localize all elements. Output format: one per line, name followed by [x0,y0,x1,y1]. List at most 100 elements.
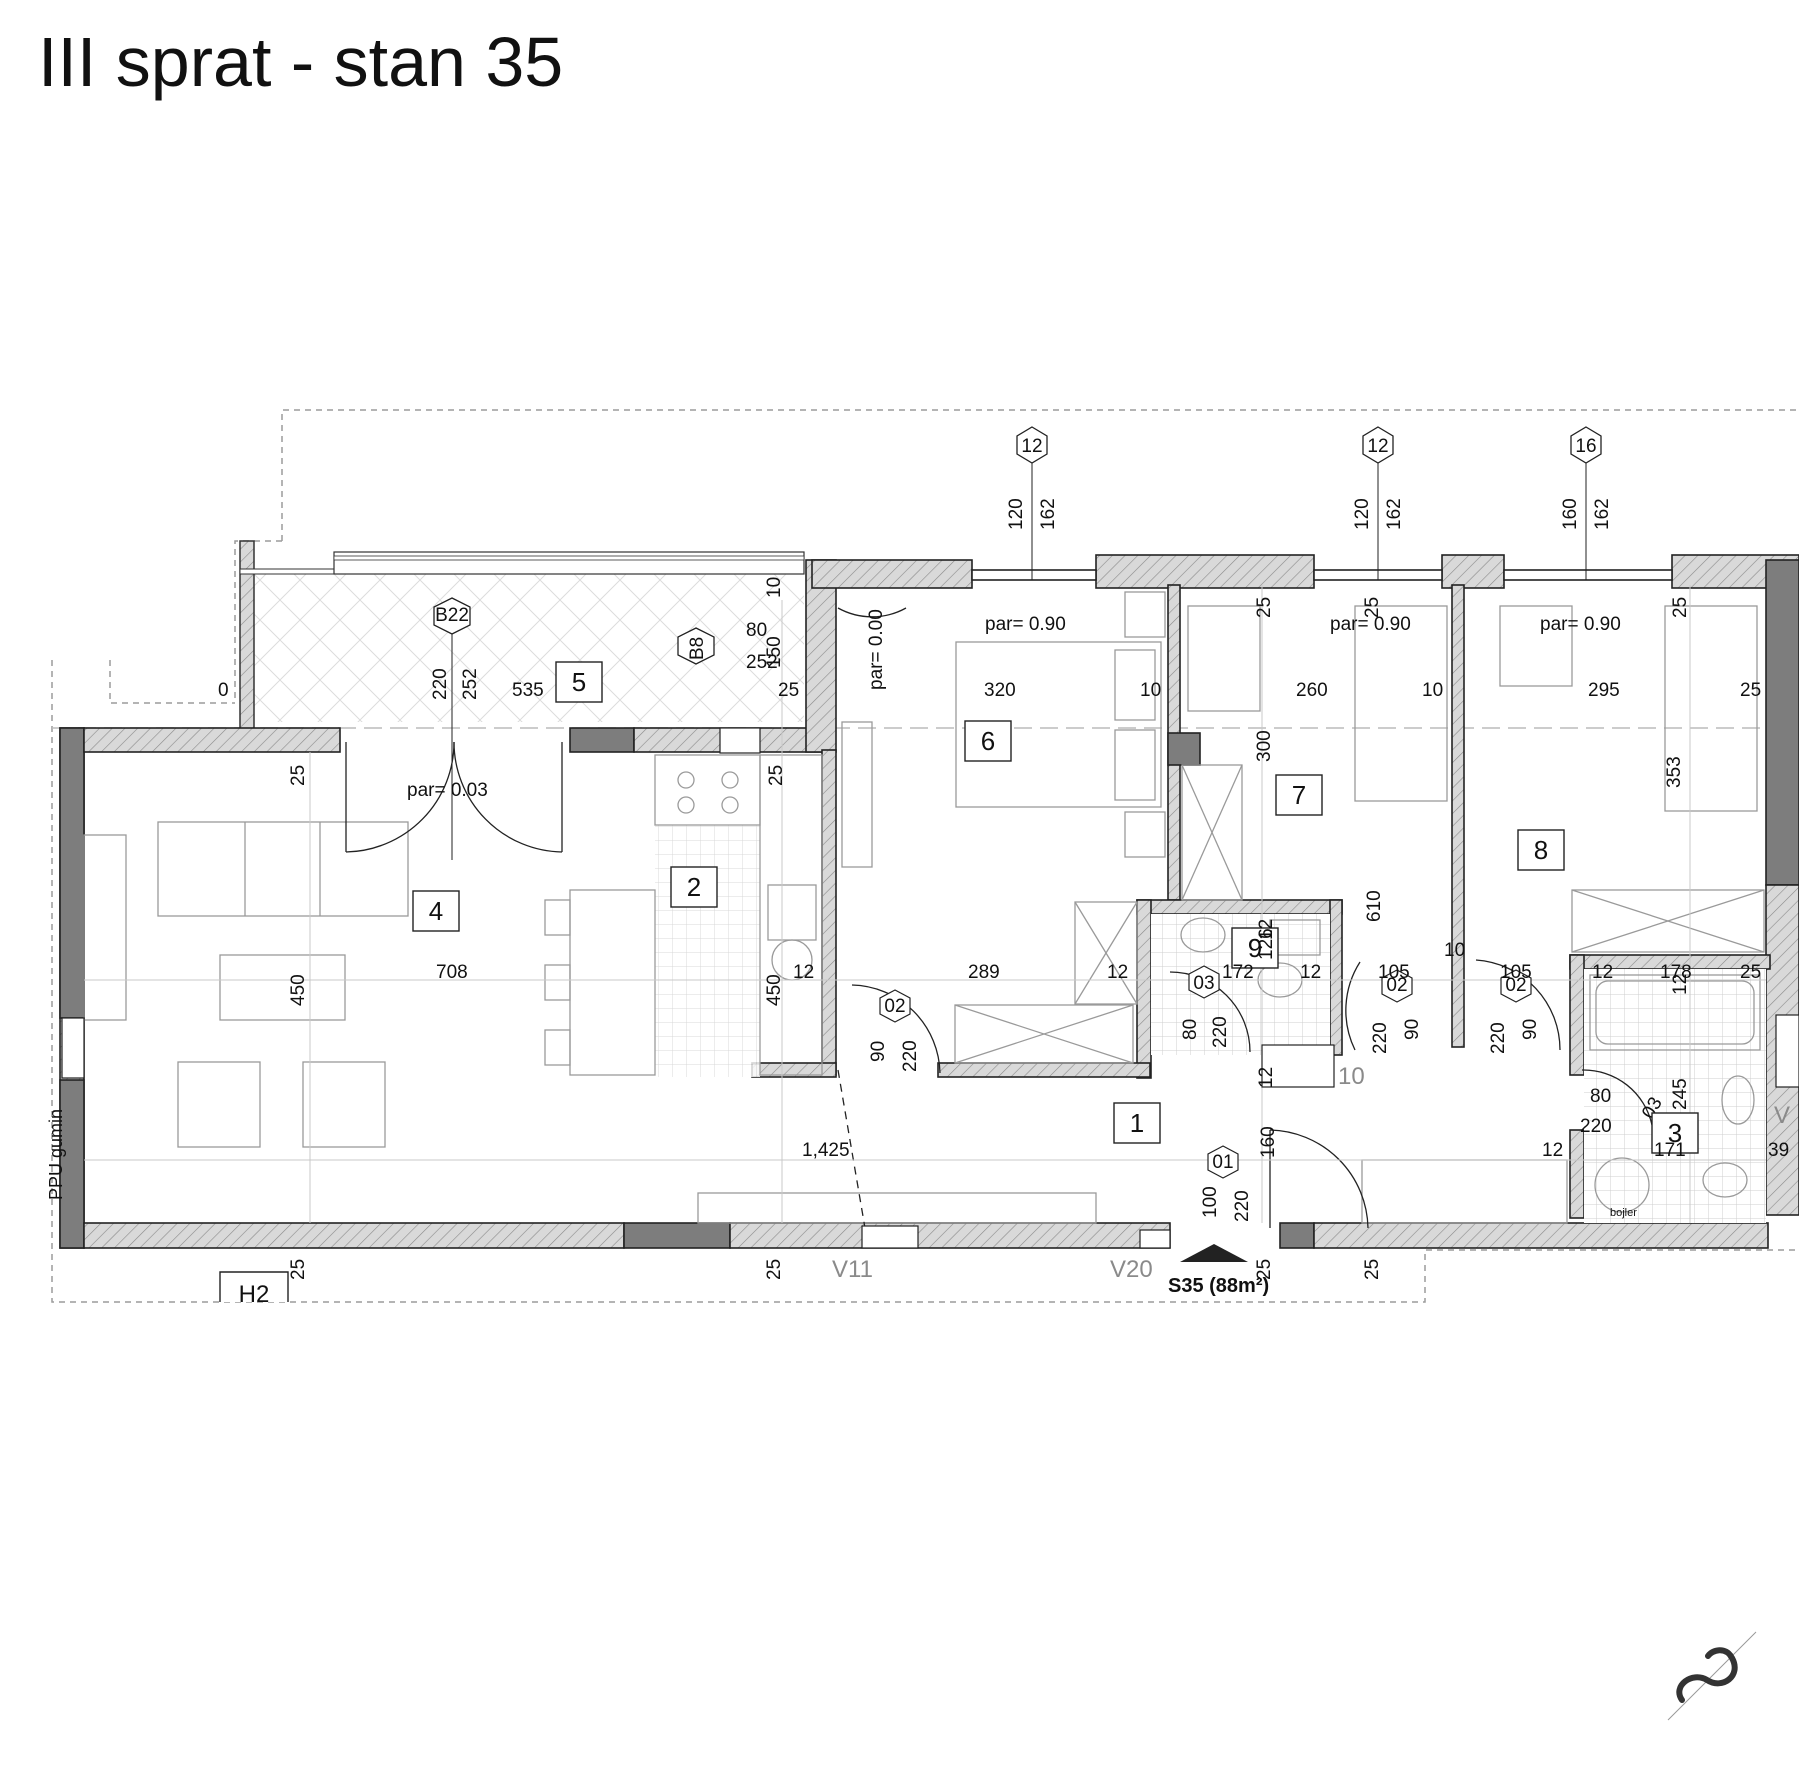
vent-label: V20 [1110,1256,1153,1283]
dim-text: 150 [764,636,785,668]
dim-text: 25 [1362,1259,1383,1280]
window-tag-1: 12 [1016,426,1048,464]
svg-text:16: 16 [1575,436,1596,457]
dim-text: 171 [1654,1140,1686,1161]
dim-text: 126 [1256,928,1277,960]
window-tag-3: 16 [1570,426,1602,464]
dim-text: 300 [1254,730,1275,762]
vent-label: V11 [832,1256,873,1283]
window-dim: 120 [1352,498,1373,530]
doors [345,607,1653,1229]
room-number-9: 9 [1248,933,1262,963]
room-box-3 [1651,1112,1699,1154]
parapet-label: par= 0.90 [1540,614,1621,635]
dimension-lines [84,445,1766,1223]
dim-text: 25 [764,1259,785,1280]
room-number-5: 5 [572,667,586,697]
door-code: 02 [884,996,905,1017]
room-number-4: 4 [429,896,443,926]
parapet-label: par= 0.90 [1330,614,1411,635]
dim-text: 12 [793,962,814,983]
dim-text: 220 [1370,1022,1391,1054]
room-box-4 [412,890,460,932]
dim-text: 90 [1520,1019,1541,1040]
dim-text: 610 [1364,890,1385,922]
dim-text: 80 [1590,1086,1611,1107]
svg-text:12: 12 [1021,436,1042,457]
dim-text: 12 [1256,1067,1277,1088]
balcony-tag-b22: B22 [433,597,471,635]
dim-text: 252 [460,668,481,700]
dim-text: 1,425 [802,1140,850,1161]
window-dim: 120 [1006,498,1027,530]
room-box-6 [964,720,1012,762]
dim-text: 12 [1670,974,1691,995]
parapet-label: par= 0.90 [985,614,1066,635]
dim-text: 90 [1402,1019,1423,1040]
dim-text: 25 [1254,1259,1275,1280]
dim-text: 450 [288,974,309,1006]
svg-text:12: 12 [1367,436,1388,457]
dim-text: 90 [868,1041,889,1062]
dim-text: 320 [984,680,1016,701]
dim-text: 25 [1740,962,1761,983]
dim-text: 25 [1740,680,1761,701]
dim-text: 245 [1670,1078,1691,1110]
dim-text: 220 [1232,1190,1253,1222]
boiler-label: bojler [1610,1207,1637,1219]
vent-label: V [1774,1102,1790,1129]
dim-text: 353 [1664,756,1685,788]
door-code: 02 [1386,975,1407,996]
room-box-5 [555,661,603,703]
dim-text: 12 [1256,919,1277,940]
room-box-2 [670,866,718,908]
room-number-7: 7 [1292,780,1306,810]
dim-text: 12 [1592,962,1613,983]
dim-text: 12 [1107,962,1128,983]
dim-text: 220 [1488,1022,1509,1054]
door-code: 03 [1193,973,1214,994]
dim-text: 0 [218,680,229,701]
page-title: III sprat - stan 35 [38,23,564,101]
apartment-label: S35 (88m²) [1168,1275,1269,1297]
dim-text: 12 [1300,962,1321,983]
door-tag-02a [879,989,911,1023]
parapet-label: par= 0.03 [407,780,488,801]
door-tag-02c [1500,969,1532,1003]
site-boundary [51,409,1799,1303]
dim-text: 39 [1768,1140,1789,1161]
logo-icon [1667,1631,1757,1721]
dim-text: 100 [1200,1186,1221,1218]
dim-text: 252 [746,652,778,673]
room-number-6: 6 [981,726,995,756]
window-dim: 162 [1592,498,1613,530]
dim-text: 535 [512,680,544,701]
room-box-7 [1275,774,1323,816]
walls [59,554,1799,1249]
room-number-2: 2 [687,872,701,902]
dim-text: 10 [764,577,785,598]
furniture [83,591,1765,1224]
parapet-label: par= 0.00 [866,609,887,690]
dim-text: 708 [436,962,468,983]
room-box-9 [1231,927,1279,969]
dim-text: 25 [1254,597,1275,618]
dim-text: 105 [1378,962,1410,983]
room-box-8 [1517,829,1565,871]
dim-text: 12 [1542,1140,1563,1161]
balcony-tag-b8: B8 [677,627,715,665]
door-code: 01 [1212,1152,1233,1173]
dim-text: 220 [1210,1016,1231,1048]
dim-text: 220 [430,668,451,700]
dim-text: 25 [778,680,799,701]
window-dim: 162 [1038,498,1059,530]
dim-text: 10 [1422,680,1443,701]
dim-text: 289 [968,962,1000,983]
dim-text: 160 [1258,1126,1279,1158]
vent-label: 10 [1338,1063,1365,1090]
door-tag-03a [1188,965,1220,999]
dim-text: 25 [1362,597,1383,618]
room-box-1 [1113,1102,1161,1144]
dim-text: 450 [764,974,785,1006]
